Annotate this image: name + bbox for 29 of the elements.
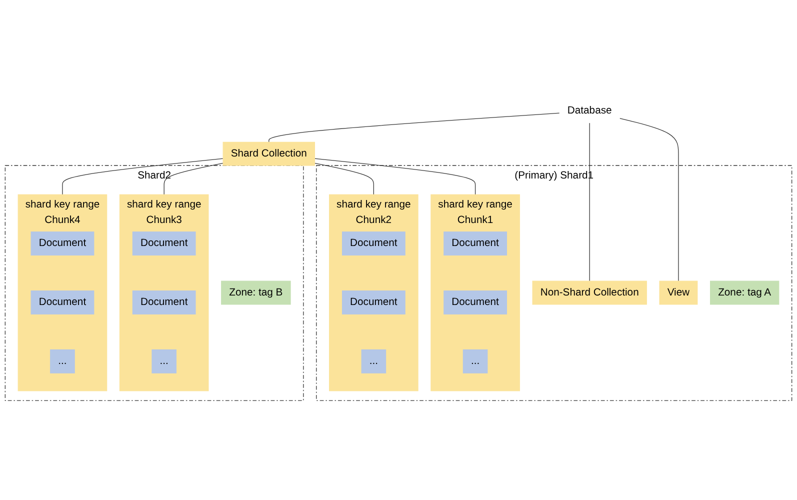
- node-label: shard key range: [25, 199, 100, 210]
- connector: [589, 122, 590, 282]
- node-box: Document: [132, 232, 196, 256]
- connector: [314, 162, 374, 195]
- node-box: Document: [342, 232, 406, 256]
- node-box: View: [659, 280, 698, 305]
- connector: [619, 118, 679, 282]
- node-box: Document: [30, 290, 94, 314]
- node-box: ...: [462, 349, 488, 374]
- node-box: Non-Shard Collection: [532, 280, 647, 305]
- node-box: Shard Collection: [222, 142, 315, 166]
- connector: [268, 112, 560, 142]
- connector: [314, 158, 476, 195]
- node-box: ...: [361, 349, 386, 374]
- node-label: shard key range: [438, 199, 512, 210]
- node-box: ...: [152, 349, 176, 374]
- node-box: Zone: tag B: [221, 280, 291, 305]
- node-label: shard key range: [126, 199, 202, 210]
- connector: [62, 158, 224, 195]
- node-box: Document: [444, 290, 507, 314]
- node-box: Document: [342, 290, 406, 314]
- connector: [164, 162, 224, 195]
- node-box: Document: [30, 232, 94, 256]
- node-box: Document: [444, 232, 507, 256]
- node-box: Document: [132, 290, 196, 314]
- node-box: ...: [50, 349, 75, 374]
- node-label: shard key range: [336, 199, 411, 210]
- node-text: Database: [567, 105, 612, 116]
- node-box: Zone: tag A: [710, 280, 780, 305]
